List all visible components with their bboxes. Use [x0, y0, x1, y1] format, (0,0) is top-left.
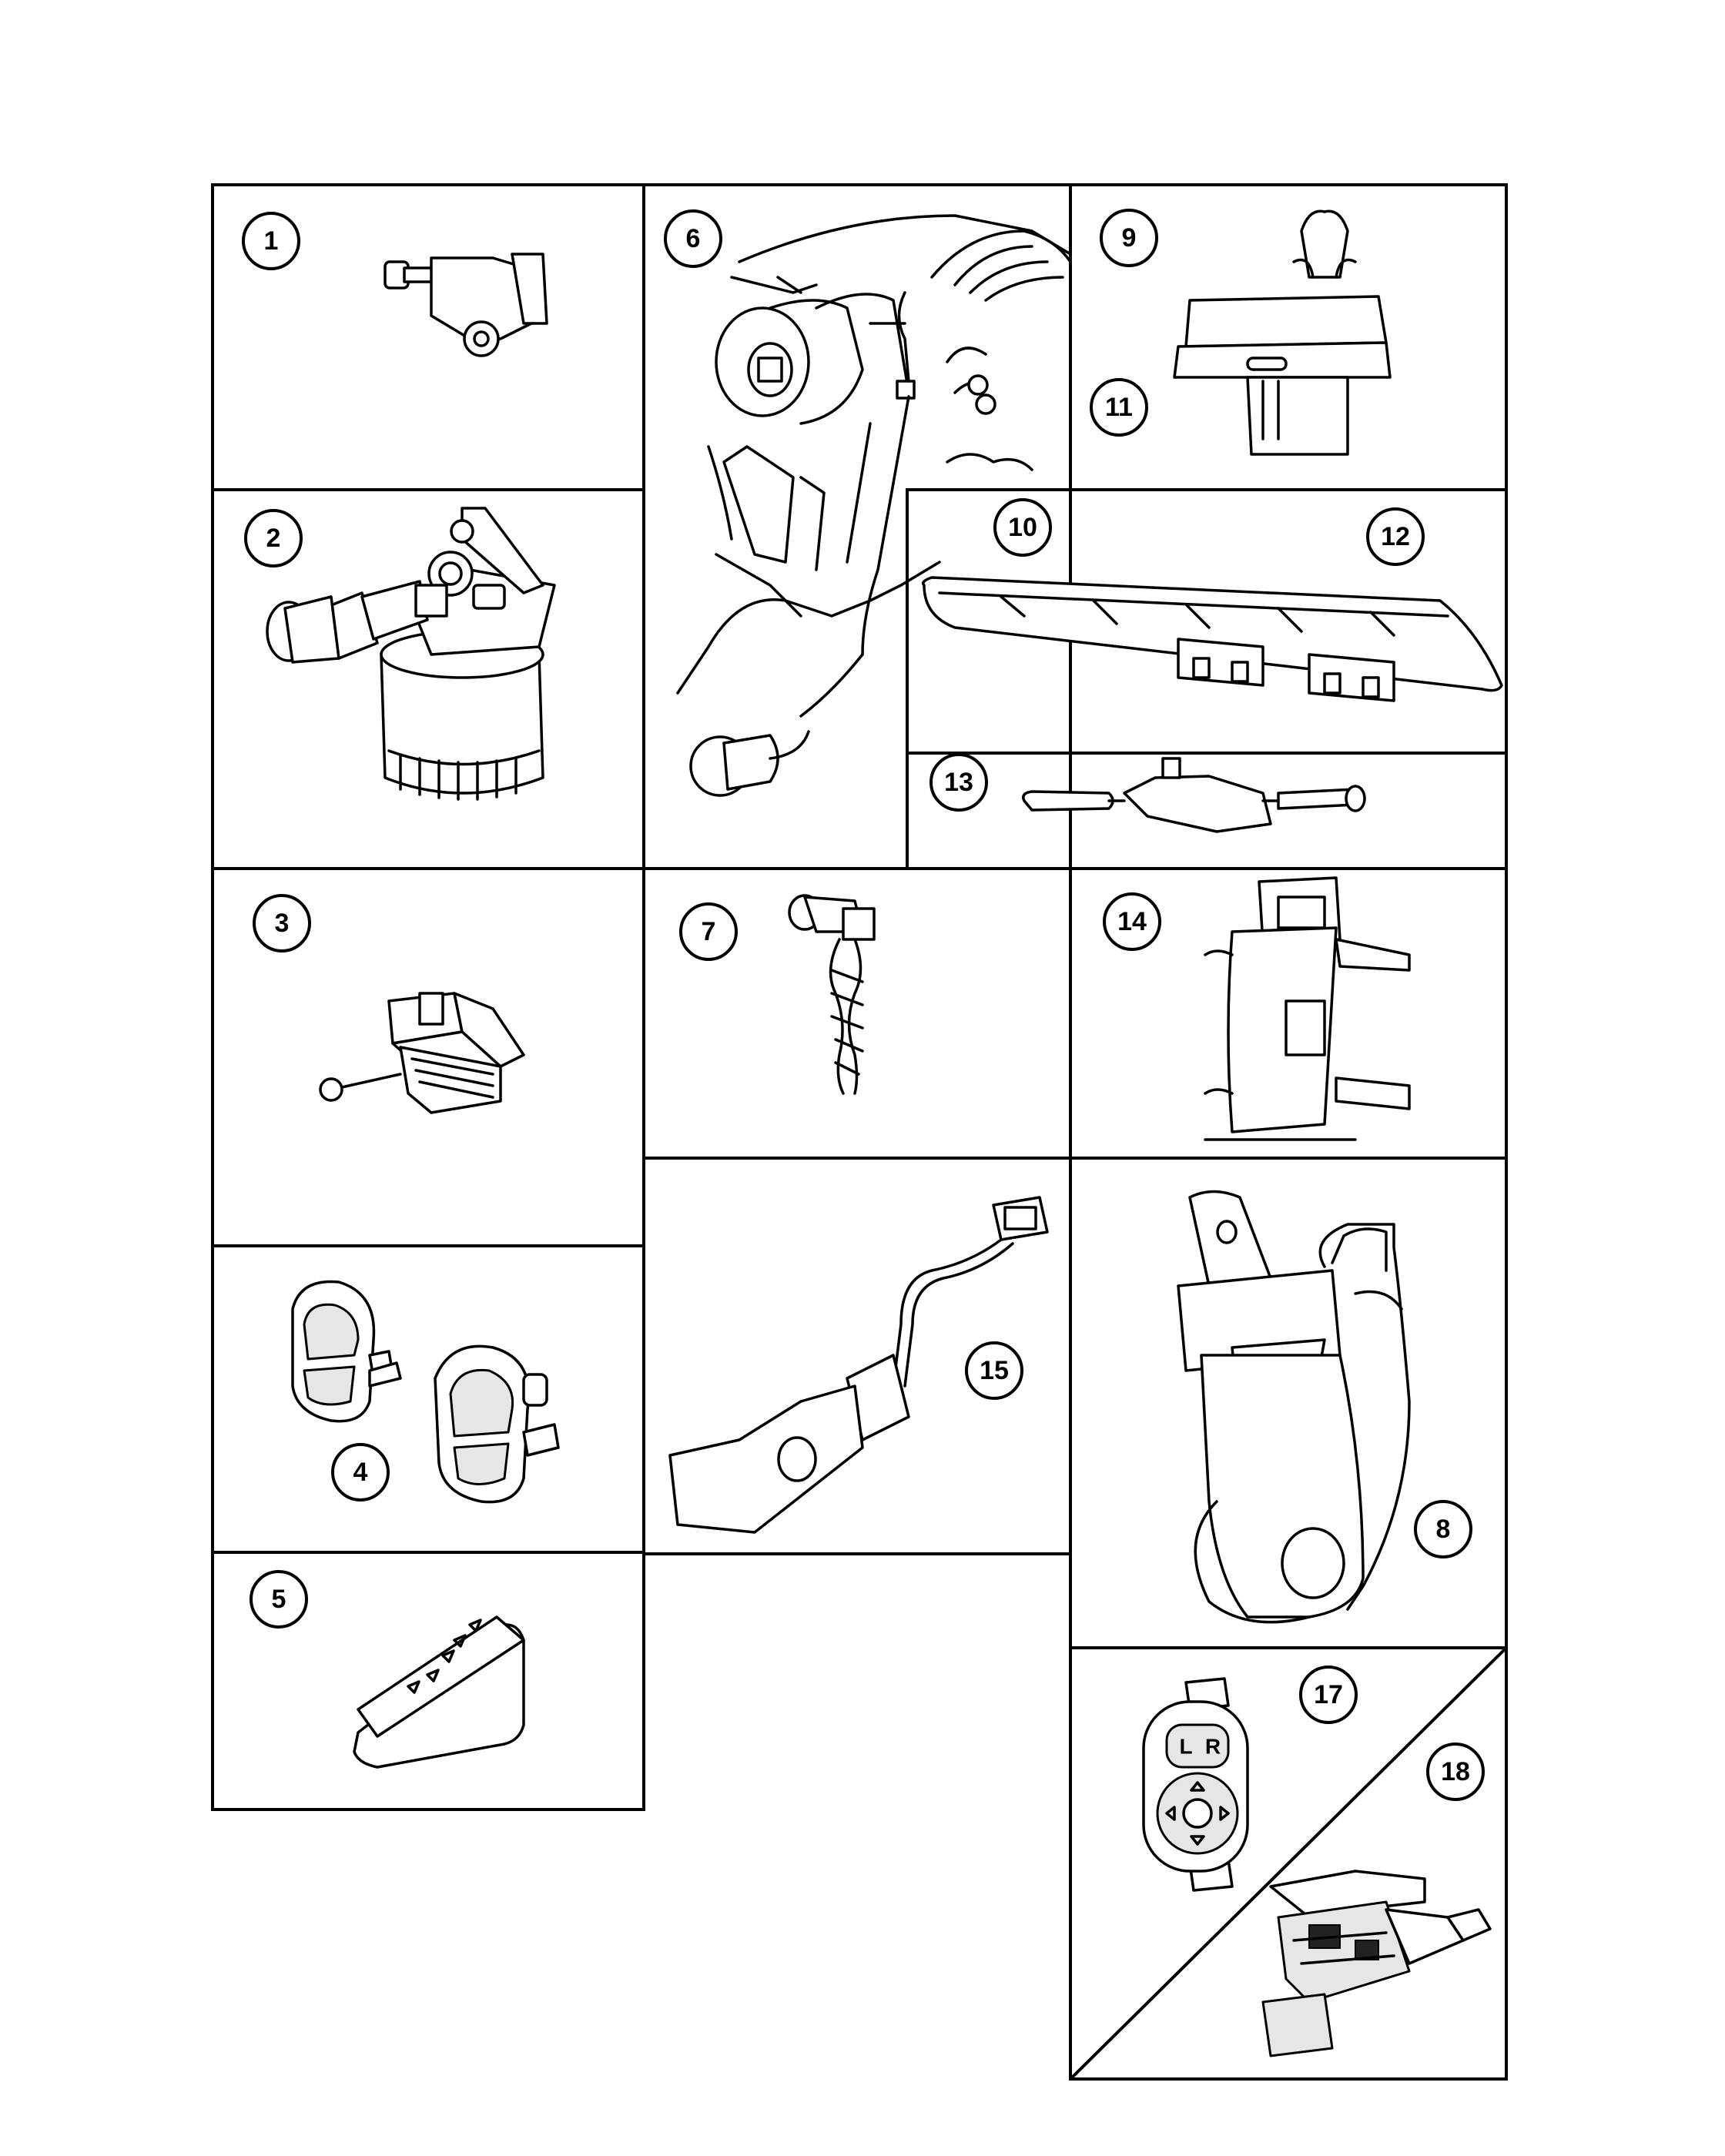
svg-text:14: 14: [1117, 907, 1147, 936]
svg-text:17: 17: [1314, 1680, 1343, 1709]
part-9-11-illustration: [1173, 209, 1392, 456]
switch-left-label: L: [1179, 1735, 1192, 1759]
part-4-illustration: [291, 1280, 560, 1504]
svg-text:7: 7: [702, 917, 716, 946]
callout-3: 3: [253, 894, 311, 952]
svg-text:12: 12: [1381, 522, 1410, 551]
callout-5: 5: [250, 1570, 308, 1629]
part-14-illustration: [1204, 876, 1411, 1141]
part-17-illustration: L R: [1142, 1677, 1249, 1892]
svg-text:15: 15: [980, 1356, 1009, 1385]
callout-7: 7: [679, 902, 738, 961]
callout-10: 10: [993, 498, 1052, 557]
svg-text:8: 8: [1436, 1515, 1451, 1544]
callout-1: 1: [242, 212, 300, 270]
svg-text:5: 5: [272, 1585, 286, 1614]
callout-8: 8: [1414, 1500, 1472, 1558]
part-5-illustration: [353, 1615, 525, 1769]
callout-2: 2: [244, 509, 303, 567]
svg-text:10: 10: [1008, 513, 1037, 542]
callout-6: 6: [664, 209, 722, 268]
part-13-illustration: [1022, 757, 1366, 833]
svg-text:1: 1: [264, 226, 279, 256]
part-15-illustration: [668, 1196, 1049, 1534]
svg-text:9: 9: [1122, 223, 1137, 253]
callout-9: 9: [1100, 209, 1158, 267]
callout-18: 18: [1426, 1743, 1485, 1801]
callout-14: 14: [1103, 892, 1161, 951]
svg-text:3: 3: [275, 909, 290, 938]
svg-text:6: 6: [686, 224, 701, 253]
svg-text:4: 4: [353, 1458, 368, 1487]
part-1-illustration: [384, 253, 548, 357]
callout-11: 11: [1090, 378, 1148, 437]
callout-15: 15: [965, 1341, 1023, 1400]
part-6-illustration: [676, 214, 1072, 797]
part-3-illustration: [319, 992, 525, 1114]
callout-4: 4: [331, 1443, 390, 1502]
part-2-illustration: [266, 507, 556, 801]
svg-text:2: 2: [266, 524, 281, 553]
svg-text:18: 18: [1441, 1757, 1470, 1786]
callout-13: 13: [929, 753, 988, 812]
callout-12: 12: [1366, 507, 1425, 566]
svg-text:13: 13: [944, 768, 973, 797]
callout-17: 17: [1299, 1666, 1358, 1724]
part-10-12-illustration: [922, 576, 1503, 702]
part-18-illustration: [1261, 1870, 1492, 2057]
part-7-illustration: [788, 894, 876, 1095]
switch-right-label: R: [1205, 1735, 1221, 1759]
part-8-illustration: [1177, 1190, 1411, 1624]
grid-frames: [211, 183, 1508, 2081]
svg-text:11: 11: [1105, 393, 1133, 422]
